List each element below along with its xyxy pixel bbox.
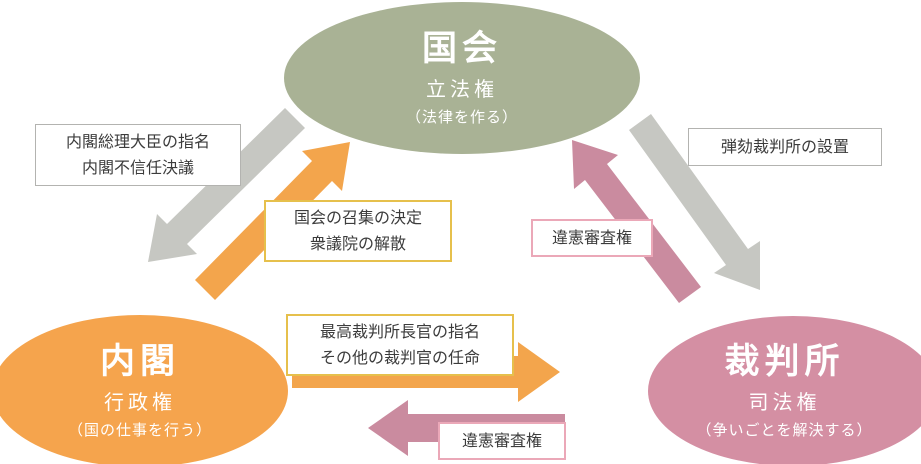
court-ellipse — [648, 316, 921, 464]
court-title: 裁判所 — [724, 342, 845, 383]
court-subtitle: 司法権 — [748, 389, 821, 414]
court-node: 裁判所 司法権 （争いごとを解決する） — [648, 328, 921, 454]
cabinet-note: （国の仕事を行う） — [67, 420, 212, 439]
label-line: 国会の召集の決定 — [293, 208, 422, 228]
label-judicial-review-upper: 違憲審査権 — [531, 219, 653, 257]
label-line: 最高裁判所長官の指名 — [319, 322, 480, 342]
cabinet-subtitle: 行政権 — [104, 389, 176, 414]
label-judicial-review-lower: 違憲審査権 — [438, 422, 566, 460]
label-pm-designation: 内閣総理大臣の指名 内閣不信任決議 — [35, 124, 241, 186]
diet-node: 国会 立法権 （法律を作る） — [284, 10, 640, 146]
label-line: 弾劾裁判所の設置 — [720, 137, 849, 157]
cabinet-title: 内閣 — [99, 342, 180, 383]
label-line: 衆議院の解散 — [309, 234, 406, 253]
label-line: その他の裁判官の任命 — [319, 348, 480, 367]
label-line: 違憲審査権 — [551, 228, 632, 248]
label-line: 内閣不信任決議 — [81, 158, 194, 177]
cabinet-ellipse — [0, 315, 288, 464]
diet-title: 国会 — [421, 29, 502, 70]
label-diet-convocation: 国会の召集の決定 衆議院の解散 — [264, 200, 452, 262]
arrow-diet-to-court — [629, 114, 760, 290]
label-line: 違憲審査権 — [461, 431, 542, 451]
label-justice-appointment: 最高裁判所長官の指名 その他の裁判官の任命 — [286, 314, 514, 376]
label-line: 内閣総理大臣の指名 — [65, 132, 210, 152]
label-impeachment-court: 弾劾裁判所の設置 — [688, 128, 882, 166]
diet-subtitle: 立法権 — [426, 76, 498, 101]
diet-note: （法律を作る） — [405, 107, 518, 126]
cabinet-node: 内閣 行政権 （国の仕事を行う） — [0, 328, 288, 454]
court-note: （争いごとを解決する） — [696, 420, 873, 439]
diet-ellipse — [284, 2, 640, 154]
